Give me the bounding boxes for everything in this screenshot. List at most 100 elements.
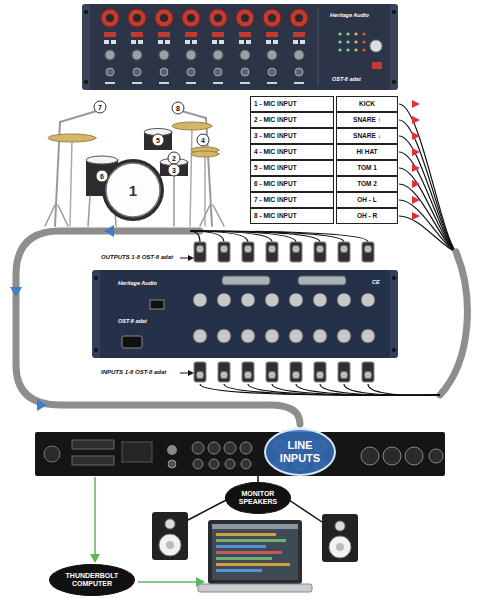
- channel-row: 2 - MIC INPUTSNARE ↑: [250, 112, 398, 128]
- laptop: [198, 520, 312, 592]
- laptop-part: [216, 557, 272, 560]
- source-cell: TOM 2: [336, 176, 398, 192]
- cert-mark: CE: [372, 279, 380, 285]
- line-inputs-callout: LINE INPUTS: [264, 428, 336, 476]
- rack-rear-part: [100, 270, 390, 358]
- thunderbolt-link-part: [138, 581, 198, 583]
- rack-front-part: [318, 8, 319, 86]
- rack-front-part: [354, 40, 357, 43]
- drum-kit-part: [45, 205, 55, 226]
- speakers-part: [322, 514, 358, 562]
- audio-interface: [35, 432, 445, 476]
- mic-input-cell: 8 - MIC INPUT: [250, 208, 334, 224]
- output-loop-part: [190, 231, 368, 242]
- output-loop-part: [266, 242, 278, 262]
- rack-front-part: [82, 4, 398, 90]
- rack-front-part: [236, 9, 254, 84]
- drum-kit-part: [88, 196, 90, 226]
- rack-rear-part: [298, 276, 346, 285]
- rack-front-part: [182, 9, 200, 84]
- model-text: OST-8 adat: [332, 76, 361, 82]
- mic-cables-part: [412, 148, 420, 156]
- rack-front-part: [354, 32, 357, 35]
- rack-front: [82, 4, 398, 90]
- rack-rear-part: [313, 293, 327, 307]
- drum-kit-part: [204, 148, 206, 226]
- audio-interface-part: [361, 447, 379, 465]
- mic-input-cell: 2 - MIC INPUT: [250, 112, 334, 128]
- laptop-part: [208, 520, 302, 584]
- io-label: INPUTS 1-8 OST-8 adat: [100, 369, 167, 375]
- drum-kit-part: [213, 205, 224, 226]
- thunderbolt-link-part: [196, 577, 205, 587]
- mic-cables-part: [399, 104, 456, 252]
- laptop-part: [216, 545, 266, 548]
- monitor-wiring: [188, 476, 322, 522]
- mic-input-cell: 6 - MIC INPUT: [250, 176, 334, 192]
- rack-rear-part: [94, 348, 98, 352]
- audio-interface-part: [35, 432, 445, 476]
- rack-rear-part: [265, 329, 279, 343]
- rack-front-part: [370, 40, 382, 52]
- rack-front-part: [90, 4, 390, 90]
- monitor-wiring-part: [188, 498, 230, 520]
- output-loop-part: [190, 231, 224, 242]
- audio-interface-part: [168, 460, 176, 468]
- callout-number: 1: [129, 182, 137, 199]
- audio-interface-part: [193, 459, 203, 469]
- mic-cables-part: [412, 212, 420, 220]
- input-cables-part: [218, 362, 230, 382]
- output-loop-part: [218, 242, 230, 262]
- input-cables-part: [290, 362, 302, 382]
- drum-kit-part: [173, 176, 175, 226]
- rack-rear-part: [241, 293, 255, 307]
- mic-cables-part: [412, 100, 420, 108]
- monitor-callout: MONITOR SPEAKERS: [225, 482, 291, 513]
- audio-interface-part: [72, 440, 114, 449]
- rack-front-part: [392, 80, 396, 84]
- output-loop-part: [290, 242, 302, 262]
- rack-rear-part: [265, 293, 279, 307]
- thunderbolt-link-part: [94, 477, 96, 556]
- rack-front-part: [338, 40, 341, 43]
- mic-cables-part: [412, 132, 420, 140]
- audio-interface-part: [224, 442, 236, 454]
- input-cables-part: [200, 384, 440, 395]
- output-loop-part: [362, 242, 374, 262]
- source-cell: OH - R: [336, 208, 398, 224]
- rack-front-part: [372, 62, 382, 69]
- channel-row: 7 - MIC INPUTOH - L: [250, 192, 398, 208]
- rack-rear-part: [193, 293, 207, 307]
- input-cables-part: [272, 384, 440, 395]
- input-cables: [180, 362, 440, 395]
- rack-rear-part: [150, 300, 164, 309]
- speakers-part: [159, 534, 181, 556]
- mic-input-cell: 7 - MIC INPUT: [250, 192, 334, 208]
- mic-input-cell: 4 - MIC INPUT: [250, 144, 334, 160]
- audio-interface-part: [122, 442, 152, 462]
- rack-rear-part: [361, 329, 375, 343]
- laptop-part: [216, 539, 286, 542]
- laptop-part: [198, 584, 312, 592]
- rack-front-part: [362, 32, 365, 35]
- source-cell: KICK: [336, 96, 398, 112]
- audio-interface-part: [405, 447, 423, 465]
- rack-front-part: [392, 10, 396, 14]
- mic-cables-part: [399, 120, 456, 252]
- rack-front-part: [346, 48, 349, 51]
- audio-interface-part: [429, 449, 443, 463]
- channel-row: 1 - MIC INPUTKICK: [250, 96, 398, 112]
- monitor-wiring-part: [286, 498, 322, 522]
- rack-rear-part: [392, 276, 396, 280]
- callout-number: 8: [172, 102, 185, 115]
- output-loop-part: [104, 225, 114, 237]
- input-cables-part: [248, 384, 440, 395]
- mic-input-cell: 1 - MIC INPUT: [250, 96, 334, 112]
- channel-row: 8 - MIC INPUTOH - R: [250, 208, 398, 224]
- laptop-part: [216, 533, 276, 536]
- computer-callout: THUNDERBOLT COMPUTER: [49, 564, 136, 596]
- drum-kit-part: [190, 126, 192, 226]
- rack-rear-part: [289, 329, 303, 343]
- laptop-part: [212, 524, 298, 580]
